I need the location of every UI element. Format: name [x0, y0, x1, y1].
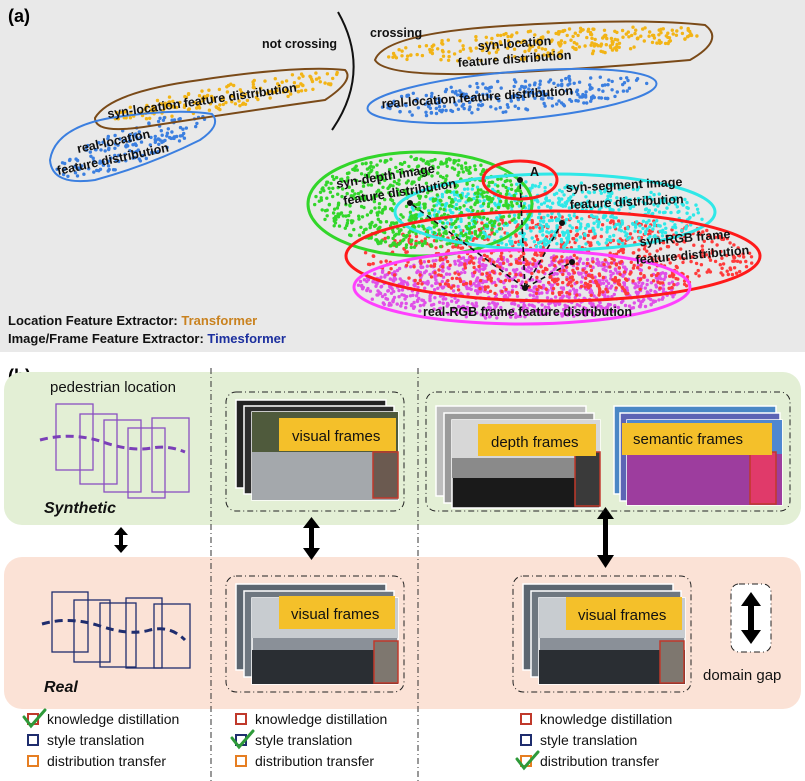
label-crossing: crossing: [370, 26, 422, 40]
syn-segment-points: [408, 180, 704, 249]
label-syn-segment-1: syn-segment image: [565, 175, 682, 195]
real-visual-group: [225, 575, 405, 693]
synthetic-trajectory: [39, 434, 186, 454]
legend-item-label: style translation: [255, 732, 352, 748]
legend-checkbox: [27, 734, 39, 746]
depth-frames-stack: [435, 405, 601, 509]
label-pedestrian-location: pedestrian location: [50, 379, 176, 396]
separator-arc: [331, 11, 355, 131]
check-icon: [230, 729, 255, 750]
method-legend-group: knowledge distillation style translation d…: [22, 708, 179, 769]
double-arrow-depth-semantic: [597, 507, 614, 568]
label-syn-location-right-1: syn-location: [477, 34, 551, 53]
legend-image-label: Image/Frame Feature Extractor:: [8, 331, 207, 346]
label-visual-frames-real-2: visual frames: [578, 607, 666, 624]
legend-item-label: style translation: [540, 732, 637, 748]
label-synthetic: Synthetic: [44, 500, 116, 517]
real-visual-group-2: [512, 575, 692, 693]
svg-text:Image/Frame Feature Extractor:: Image/Frame Feature Extractor: Timesform…: [8, 331, 286, 346]
syn-location-left-outline: [93, 67, 349, 131]
real-location-right-outline: [366, 67, 658, 125]
check-icon: [22, 708, 47, 729]
real-location-left-points: [55, 115, 207, 178]
point-a-outline: [481, 159, 559, 201]
domain-gap-arrow: [741, 592, 761, 644]
syn-rgb-outline: [344, 209, 762, 303]
legend-item-label: knowledge distillation: [255, 711, 387, 727]
label-semantic-frames: semantic frames: [633, 431, 743, 448]
synthetic-band: [4, 372, 801, 525]
legend-checkbox: [520, 734, 532, 746]
method-legend-group: knowledge distillation style translation d…: [230, 711, 387, 769]
label-real: Real: [44, 679, 78, 696]
legend-checkbox: [520, 713, 532, 725]
label-depth-frames: depth frames: [491, 434, 579, 451]
legend-item-label: knowledge distillation: [540, 711, 672, 727]
syn-location-left-points: [113, 70, 339, 121]
label-domain-gap: domain gap: [703, 667, 781, 684]
label-not-crossing: not crossing: [262, 37, 337, 51]
method-legends: knowledge distillation style translation d…: [22, 708, 672, 771]
centroid-dots: [407, 177, 575, 291]
legend-item-label: distribution transfer: [540, 753, 659, 769]
label-syn-segment-2: feature distribution: [569, 192, 683, 212]
svg-text:Location Feature Extractor: Tr: Location Feature Extractor: Transformer: [8, 313, 257, 328]
arrows: [114, 507, 614, 568]
legend-location-label: Location Feature Extractor:: [8, 313, 181, 328]
legend-item-label: distribution transfer: [47, 753, 166, 769]
double-arrow-visual: [303, 517, 320, 560]
double-arrow-location: [114, 527, 128, 553]
legend-checkbox: [235, 755, 247, 767]
panel-a-tag: (a): [8, 6, 30, 26]
semantic-frames-stack: [613, 405, 783, 506]
label-point-a: A: [530, 165, 539, 179]
syn-depth-points: [313, 155, 526, 250]
legend-checkbox: [235, 713, 247, 725]
legend-checkbox: [27, 755, 39, 767]
real-location-right-points: [380, 74, 649, 118]
real-location-left-outline: [48, 110, 216, 182]
legend-item-label: distribution transfer: [255, 753, 374, 769]
syn-depth-outline: [306, 150, 534, 258]
synthetic-visual-group: [225, 391, 405, 512]
real-visual-frames-stack: [235, 583, 399, 685]
real-visual-frames-stack-2: [522, 583, 686, 685]
check-icon: [515, 750, 540, 771]
real-trajectory: [41, 619, 187, 642]
synthetic-visual-frames-stack: [235, 399, 399, 501]
real-rgb-outline: [352, 248, 692, 326]
label-real-rgb: real-RGB frame feature distribution: [423, 305, 632, 319]
label-visual-frames-real-1: visual frames: [291, 606, 379, 623]
syn-location-right-points: [387, 25, 699, 63]
legend-location-value: Transformer: [181, 313, 257, 328]
syn-location-right-outline: [373, 20, 714, 76]
centroid-lines: [409, 179, 573, 289]
method-legend-group: knowledge distillation style translation d…: [515, 711, 672, 771]
legend-item-label: knowledge distillation: [47, 711, 179, 727]
synthetic-depth-semantic-group: [425, 391, 791, 512]
label-visual-frames-synthetic: visual frames: [292, 428, 380, 445]
synthetic-location-boxes: [55, 403, 190, 499]
legend-item-label: style translation: [47, 732, 144, 748]
legend-image-value: Timesformer: [207, 331, 286, 346]
